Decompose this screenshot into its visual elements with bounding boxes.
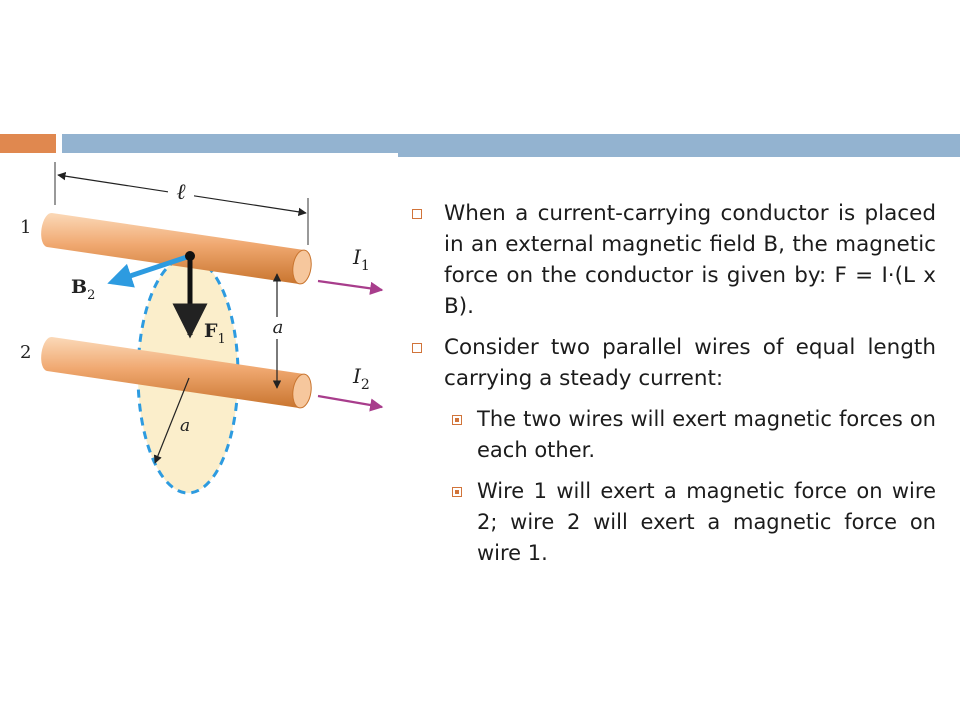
sub-bullet-2: Wire 1 will exert a magnetic force on wi… [452,476,936,569]
title-accent-bar-blue-right [398,134,960,157]
slide-bullets: When a current-carrying conductor is pla… [412,198,936,579]
wire-1-label: 1 [20,217,31,238]
radius-arrow [153,377,190,464]
force-point [185,251,195,261]
title-accent-bar-orange [0,134,56,153]
wire-2-label: 2 [20,342,31,363]
filled-square-bullet-icon [452,415,462,425]
wire-1 [41,212,312,285]
parallel-wires-figure: ℓ 1 2 I1 I2 a a B2 F1 [20,162,384,495]
field-b2-arrow [107,253,191,288]
current-2-label: I2 [352,364,370,393]
current-2-arrow [317,394,384,412]
filled-square-bullet-icon [452,487,462,497]
hollow-square-bullet-icon [412,343,422,353]
bullet-2-text: Consider two parallel wires of equal len… [444,335,936,391]
bullet-1: When a current-carrying conductor is pla… [412,198,936,322]
radius-label: a [180,416,190,436]
sub-bullet-1-text: The two wires will exert magnetic forces… [477,407,936,462]
hollow-square-bullet-icon [412,209,422,219]
current-1-label: I1 [352,245,370,274]
length-label: ℓ [176,180,186,205]
bullet-2: Consider two parallel wires of equal len… [412,332,936,394]
field-b2-label: B2 [71,276,95,303]
wire-2 [41,336,312,409]
separation-label: a [273,317,284,338]
sub-bullet-2-text: Wire 1 will exert a magnetic force on wi… [477,479,936,565]
sub-bullet-1: The two wires will exert magnetic forces… [452,404,936,466]
current-1-arrow [317,279,384,295]
bullet-1-text: When a current-carrying conductor is pla… [444,201,936,319]
title-accent-bar-blue-left [62,134,398,153]
force-f1-label: F1 [204,320,226,347]
